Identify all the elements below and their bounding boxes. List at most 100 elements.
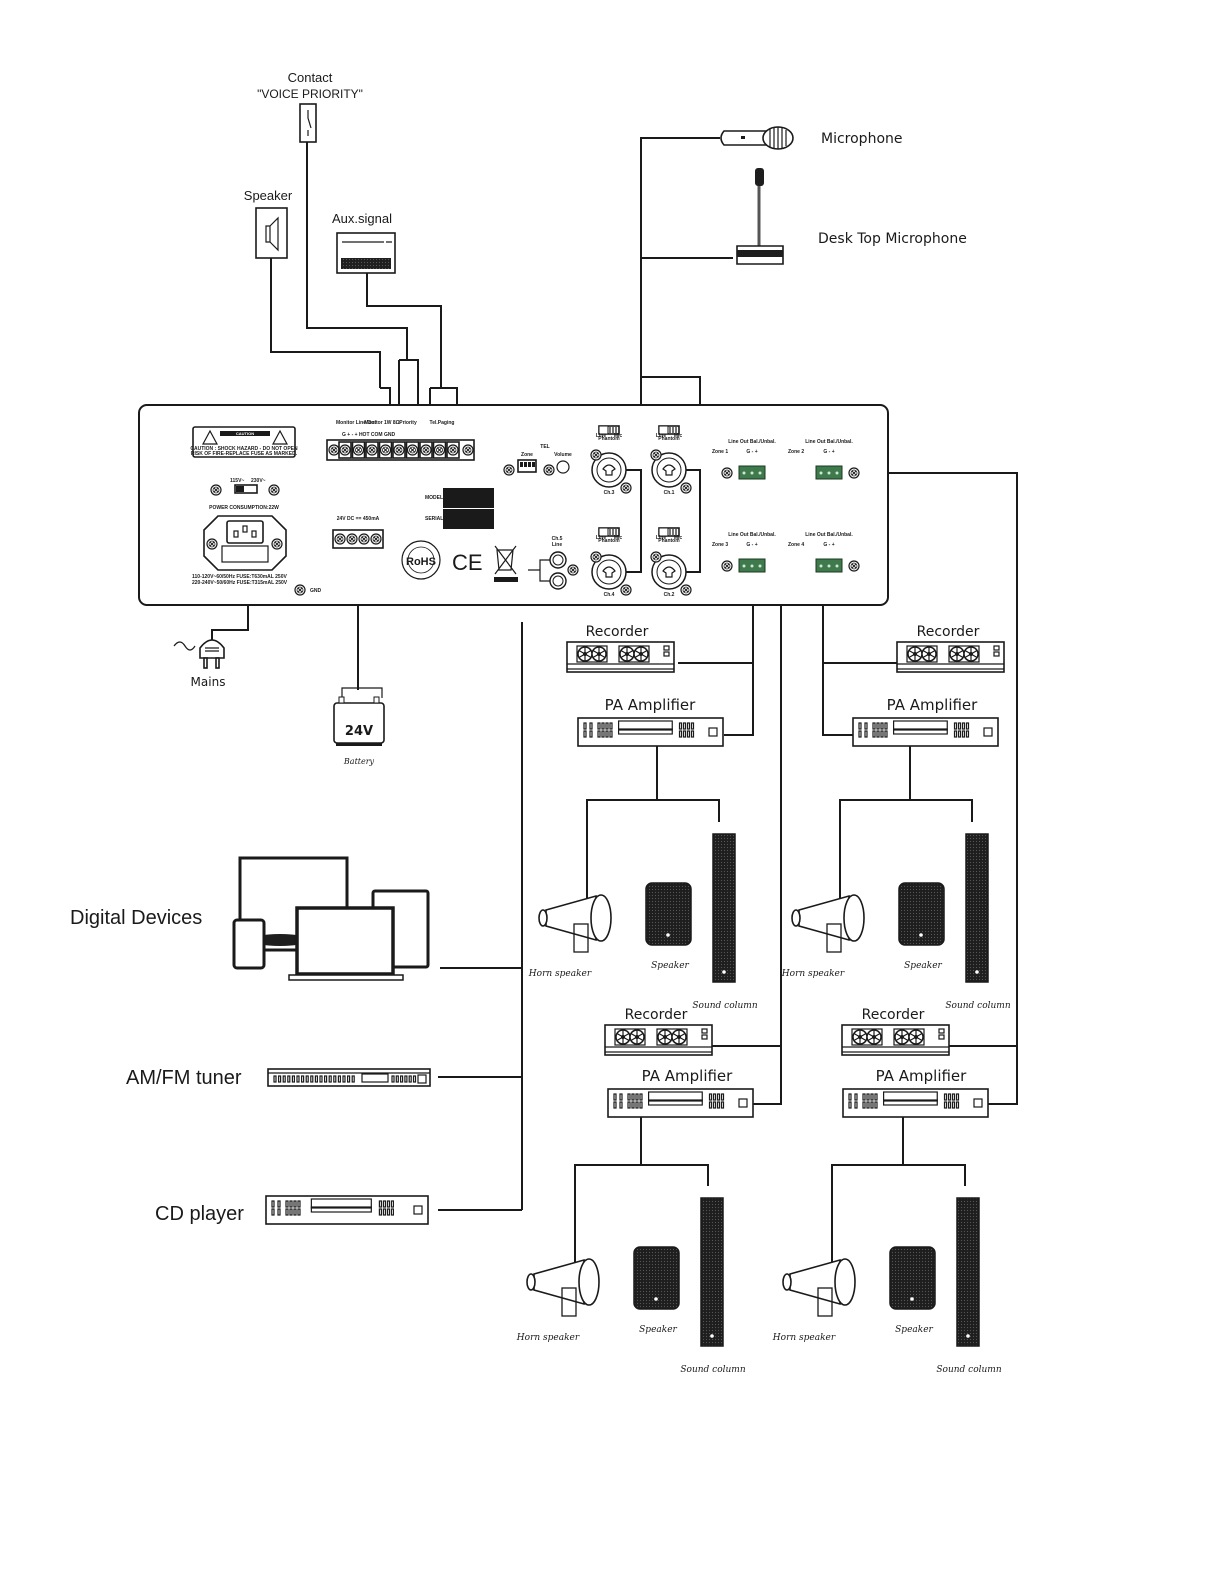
aux-device-icon [341, 258, 391, 269]
voltage-110: 115V~ [230, 478, 244, 484]
zone-output-4[interactable]: Line Out Bal./Unbal.Zone 4 G - + [788, 532, 860, 573]
aux-signal: Aux.signal [332, 211, 396, 274]
speaker-icon [265, 216, 279, 252]
pa-amplifier-label: PA Amplifier [642, 1067, 734, 1085]
zone-pins: G - + [746, 542, 757, 548]
line-label: Line [656, 535, 666, 541]
zone-pins: G - + [823, 449, 834, 455]
screw-icon [620, 482, 632, 494]
microphone: Microphone [720, 126, 903, 150]
zone-output-title: Line Out Bal./Unbal. [805, 532, 853, 538]
tape-reel-icon [657, 1029, 673, 1045]
sound-column-icon [956, 1197, 980, 1347]
phantom-label: Phantom [658, 538, 680, 544]
contact-title: Contact [288, 70, 333, 85]
rohs-badge: RoHS [401, 540, 441, 580]
screw-icon [433, 444, 446, 456]
dc-terminal[interactable] [332, 529, 384, 549]
voltage-switch[interactable] [234, 484, 258, 494]
screw-icon [848, 560, 860, 572]
screw-icon [462, 444, 474, 456]
channel-name: Ch.3 [604, 490, 615, 496]
caution-title: CAUTION [236, 431, 254, 436]
tel-paging-label: Tel.Paging [430, 420, 455, 426]
tape-reel-icon [963, 646, 979, 662]
tape-reel-icon [633, 646, 649, 662]
recorder-icon [896, 641, 1005, 673]
screw-icon [590, 551, 602, 563]
monitor-speaker: Speaker [244, 188, 293, 259]
screw-icon [366, 444, 378, 456]
speaker-label: Speaker [904, 961, 942, 971]
ch5-line-input[interactable]: Ch.5 Line [528, 536, 579, 590]
screw-icon [590, 449, 602, 461]
contact-voice-priority: Contact "VOICE PRIORITY" [257, 70, 363, 143]
plug-icon [199, 639, 225, 659]
zone-name: Zone 1 [712, 449, 728, 455]
serial-plate [443, 509, 494, 529]
gnd-label: GND [310, 588, 322, 594]
tel-volume-knob[interactable] [556, 460, 570, 474]
zone-name: Zone 2 [788, 449, 804, 455]
model-plate [443, 488, 494, 508]
sound-column-label: Sound column [692, 1001, 757, 1011]
fuse-spec-2: 220-240V~50/60Hz FUSE:T315mAL 250V [192, 580, 288, 586]
recorder-icon [841, 1024, 950, 1056]
terminal-pins-label: G + - + HOT COM GND [342, 432, 395, 438]
line-label: Line [656, 433, 666, 439]
power-consumption: POWER CONSUMPTION:22W [209, 505, 279, 511]
channel-wire [686, 469, 701, 573]
tape-reel-icon [907, 646, 923, 662]
tape-reel-icon [591, 646, 607, 662]
recorder-label: Recorder [625, 1007, 688, 1023]
tape-reel-icon [671, 1029, 687, 1045]
caution-label: CAUTION CAUTION : SHOCK HAZARD - DO NOT … [190, 426, 298, 458]
mic-label: Mic [674, 535, 683, 541]
screw-icon [721, 560, 733, 572]
desk-top-microphone: Desk Top Microphone [736, 168, 967, 265]
channel-name: Ch.2 [664, 592, 675, 598]
tape-reel-icon [615, 1029, 631, 1045]
fuse-spec-1: 110-120V~60/50Hz FUSE:T630mAL 250V [192, 574, 287, 580]
ac-wave-icon [173, 641, 196, 651]
box-speaker-icon [898, 882, 945, 946]
terminal-strip[interactable]: Monitor Line Out Monitor 1W 8Ω Priority … [326, 420, 475, 461]
mixer-rear-panel: CAUTION CAUTION : SHOCK HAZARD - DO NOT … [138, 404, 889, 606]
channel-name: Ch.4 [604, 592, 615, 598]
tape-reel-icon [629, 1029, 645, 1045]
zone-name: Zone 4 [788, 542, 804, 548]
sound-column-label: Sound column [680, 1365, 745, 1375]
tape-reel-icon [894, 1029, 910, 1045]
recorder-label: Recorder [586, 624, 649, 640]
caution-text-2: RISK OF FIRE-REPLACE FUSE AS MARKED. [191, 451, 298, 457]
zone-name: Zone 3 [712, 542, 728, 548]
tel-section: TEL Zone Volume [503, 444, 572, 476]
screw-icon [352, 444, 365, 456]
voltage-220: 230V~ [251, 478, 266, 484]
cd-player: CD player [155, 1195, 429, 1225]
zone-pins: G - + [823, 542, 834, 548]
speaker-label: Speaker [895, 1325, 933, 1335]
desk-mic-label: Desk Top Microphone [818, 231, 967, 247]
contact-subtitle: "VOICE PRIORITY" [257, 87, 363, 101]
battery-label: Battery [343, 757, 375, 766]
screw-icon [680, 584, 692, 596]
recorder-label: Recorder [862, 1007, 925, 1023]
screw-icon [339, 444, 351, 456]
pa-amplifier-label: PA Amplifier [605, 696, 697, 714]
sound-column-label: Sound column [936, 1365, 1001, 1375]
sound-column-icon [712, 833, 736, 983]
horn-speaker-label: Horn speaker [781, 969, 845, 979]
xlr-icon [662, 566, 676, 578]
screw-icon [620, 584, 632, 596]
